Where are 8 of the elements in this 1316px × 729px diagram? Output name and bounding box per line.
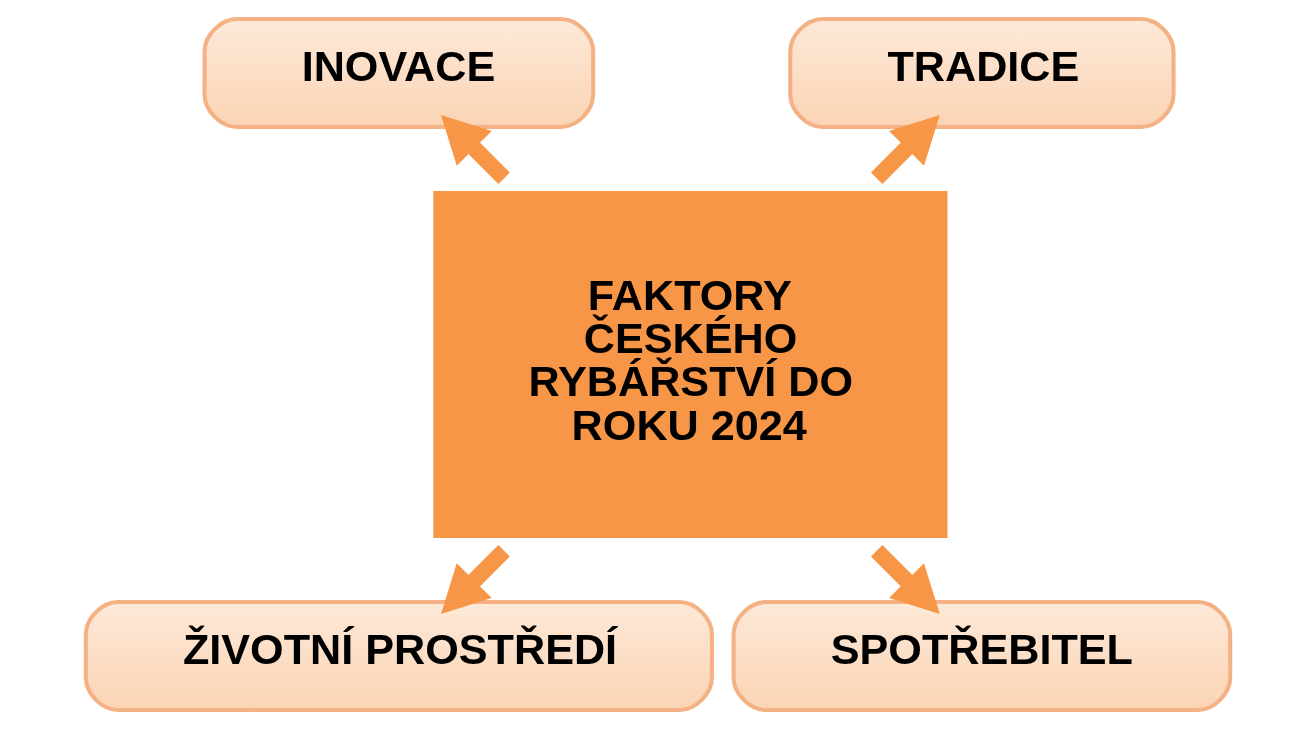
arrow	[870, 115, 940, 184]
arrow	[440, 115, 510, 184]
arrow	[870, 545, 940, 614]
node-box: ŽIVOTNÍ PROSTŘEDÍ	[83, 600, 714, 712]
node-box: SPOTŘEBITEL	[731, 600, 1233, 712]
node-box: TRADICE	[788, 17, 1176, 129]
node-box: INOVACE	[202, 17, 596, 129]
arrow	[440, 545, 510, 614]
